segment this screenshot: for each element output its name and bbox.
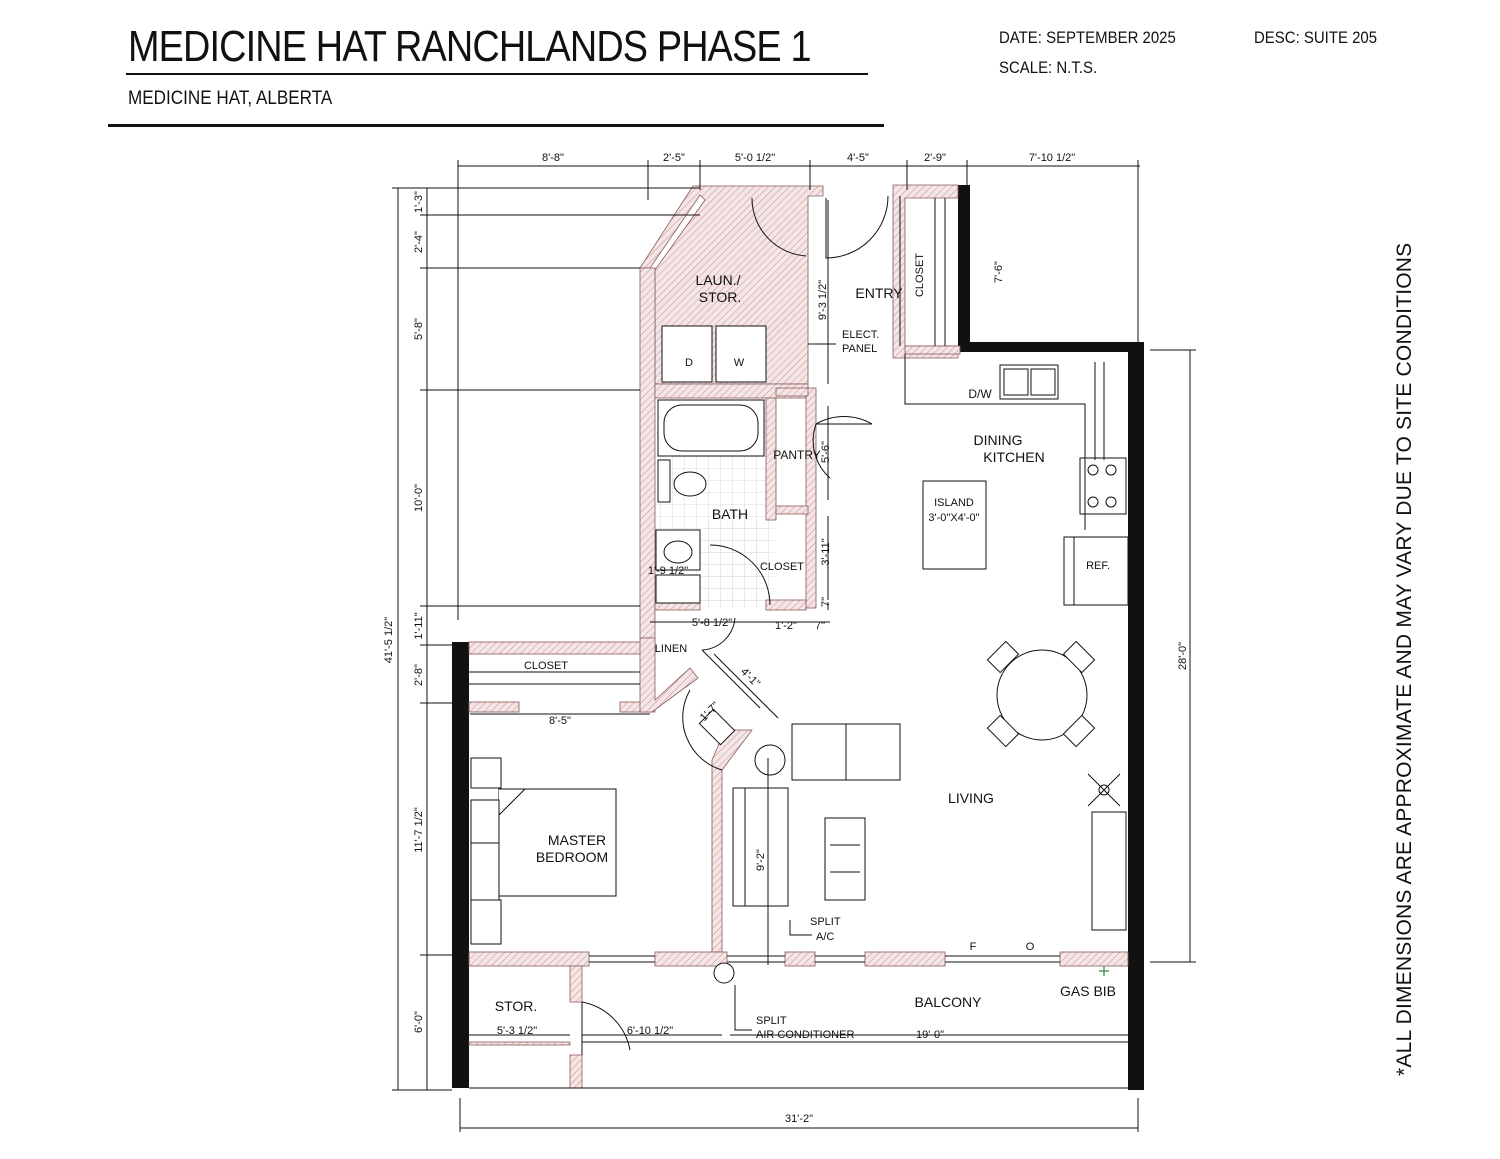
plan-title: MEDICINE HAT RANCHLANDS PHASE 1 [128, 22, 811, 71]
plan-location: MEDICINE HAT, ALBERTA [128, 88, 333, 109]
dining-label: DINING [974, 432, 1023, 448]
fireplace-o-label: O [1026, 941, 1035, 953]
dim-left-7: 11'-7 1/2" [413, 807, 425, 853]
dim-pantry: 5'-6" [820, 441, 832, 463]
dim-left-1: 1'-3" [413, 191, 425, 213]
entry-label: ENTRY [855, 285, 903, 301]
washer-label: W [734, 357, 745, 369]
dryer-label: D [685, 357, 693, 369]
dim-left-total: 41'-5 1/2" [383, 617, 395, 663]
dimension-lines [392, 160, 1196, 1132]
plan-date: DATE: SEPTEMBER 2025 [999, 28, 1176, 47]
master-bedroom-label: MASTER [548, 832, 606, 848]
island-label: ISLAND [934, 497, 974, 509]
dimension-labels: 8'-8" 2'-5" 5'-0 1/2" 4'-5" 2'-9" 7'-10 … [383, 152, 1189, 1125]
dim-bath-width: 5'-8 1/2" [692, 617, 732, 629]
glazing-lines [469, 196, 1140, 1089]
split-ac-label-2: A/C [816, 931, 834, 943]
plan-description: DESC: SUITE 205 [1254, 28, 1378, 47]
bath-label: BATH [712, 506, 748, 522]
fixtures [655, 325, 767, 604]
dim-left-8: 6'-0" [413, 1011, 425, 1033]
pantry-label: PANTRY [773, 448, 821, 462]
dishwasher-label: D/W [968, 387, 992, 401]
dim-bath-vanity: 1'-9 1/2" [648, 565, 688, 577]
gas-bib-icon [1099, 966, 1109, 976]
dim-left-4: 10'-0" [413, 484, 425, 512]
split-ac-label: SPLIT [810, 916, 841, 928]
dim-door-7: 7" [815, 620, 825, 632]
kitchen-label: KITCHEN [983, 449, 1044, 465]
dim-top-5: 2'-9" [924, 152, 946, 164]
fireplace-f-label: F [970, 941, 977, 953]
dim-right-total: 28'-0" [1177, 642, 1189, 670]
split-air-conditioner-label: SPLIT [756, 1015, 787, 1027]
kitchen-island [922, 480, 987, 570]
door-swings [581, 195, 889, 1055]
balcony-label: BALCONY [915, 994, 983, 1010]
plan-scale: SCALE: N.T.S. [999, 58, 1098, 77]
living-label: LIVING [948, 790, 994, 806]
storage-label: STOR. [495, 998, 538, 1014]
dim-balcony: 19'-0" [916, 1029, 944, 1041]
dim-top-3: 5'-0 1/2" [735, 152, 775, 164]
bedroom-closet-label: CLOSET [524, 660, 568, 672]
gas-bib-label: GAS BIB [1060, 983, 1116, 999]
laundry-label-2: STOR. [699, 289, 742, 305]
dim-living-9-2: 9'-2" [755, 849, 767, 871]
dim-bottom-total: 31'-2" [785, 1113, 813, 1125]
dim-left-5: 1'-11" [413, 612, 425, 639]
elect-panel-label-2: PANEL [842, 343, 877, 355]
dim-storage-door: 6'-10 1/2" [627, 1025, 673, 1037]
title-underline [126, 73, 868, 75]
dim-top-2: 2'-5" [663, 152, 685, 164]
exterior-walls [452, 185, 1144, 1090]
linen-label: LINEN [655, 643, 687, 655]
room-labels: LAUN./ STOR. D W ENTRY CLOSET ELECT. PAN… [495, 253, 1116, 1041]
dim-hall-closet: 3'-11" [820, 538, 832, 565]
elect-panel-label: ELECT. [842, 329, 879, 341]
furniture [470, 640, 1127, 984]
laundry-label: LAUN./ [695, 272, 740, 288]
dim-bedroom-closet: 8'-5" [549, 715, 571, 727]
header-divider [108, 124, 884, 127]
dim-left-2: 2'-4" [413, 231, 425, 253]
dim-hall-4-1: 4'-1" [738, 666, 762, 690]
refrigerator-label: REF. [1086, 560, 1110, 572]
split-air-conditioner-label-2: AIR CONDITIONER [756, 1029, 854, 1041]
entry-closet-label: CLOSET [914, 253, 926, 297]
dim-left-3: 5'-8" [413, 318, 425, 340]
dim-top-6: 7'-10 1/2" [1029, 152, 1075, 164]
hall-closet-label: CLOSET [760, 561, 804, 573]
master-bedroom-label-2: BEDROOM [536, 849, 608, 865]
dim-left-6: 2'-8" [413, 664, 425, 686]
dim-top-4: 4'-5" [847, 152, 869, 164]
dim-door-1-2: 1'-2" [775, 620, 797, 632]
dim-storage-width: 5'-3 1/2" [497, 1025, 537, 1037]
island-size-label: 3'-0"X4'-0" [928, 512, 979, 524]
kitchen-counters [904, 354, 1129, 606]
plant-icon [1087, 773, 1121, 807]
dim-laundry: 9'-3 1/2" [817, 280, 829, 320]
dim-top-1: 8'-8" [542, 152, 564, 164]
dim-small-7: 7" [820, 597, 832, 607]
dim-entry-closet: 7'-6" [993, 261, 1005, 283]
